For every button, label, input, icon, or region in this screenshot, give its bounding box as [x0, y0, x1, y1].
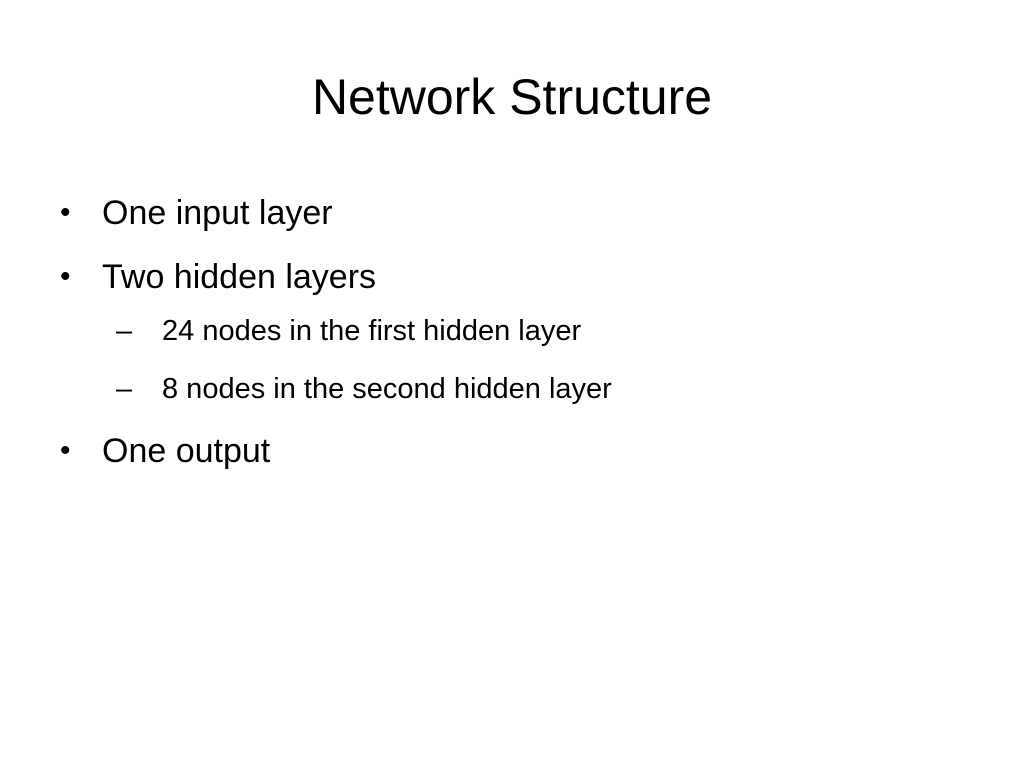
sub-bullet-item: – 8 nodes in the second hidden layer — [116, 368, 974, 410]
bullet-marker: • — [60, 196, 71, 229]
slide-title: Network Structure — [311, 69, 713, 125]
dash-marker: – — [116, 373, 133, 405]
bullet-item: • One input layer — [60, 188, 960, 238]
bullet-item: • One output — [60, 426, 960, 476]
bullet-item: • Two hidden layers – 24 nodes in the fi… — [60, 252, 960, 410]
bullet-text: One output — [102, 432, 271, 470]
bullet-text: One input layer — [102, 194, 333, 232]
bullet-text: Two hidden layers — [102, 258, 377, 296]
sub-bullet-text: 24 nodes in the first hidden layer — [162, 315, 582, 347]
bullet-marker: • — [60, 260, 71, 293]
dash-marker: – — [116, 315, 133, 347]
bullet-list: • One input layer • Two hidden layers – … — [60, 188, 960, 490]
sub-bullet-list: – 24 nodes in the first hidden layer – 8… — [102, 310, 960, 410]
sub-bullet-item: – 24 nodes in the first hidden layer — [116, 310, 974, 352]
sub-bullet-text: 8 nodes in the second hidden layer — [162, 373, 612, 405]
bullet-marker: • — [60, 434, 71, 467]
